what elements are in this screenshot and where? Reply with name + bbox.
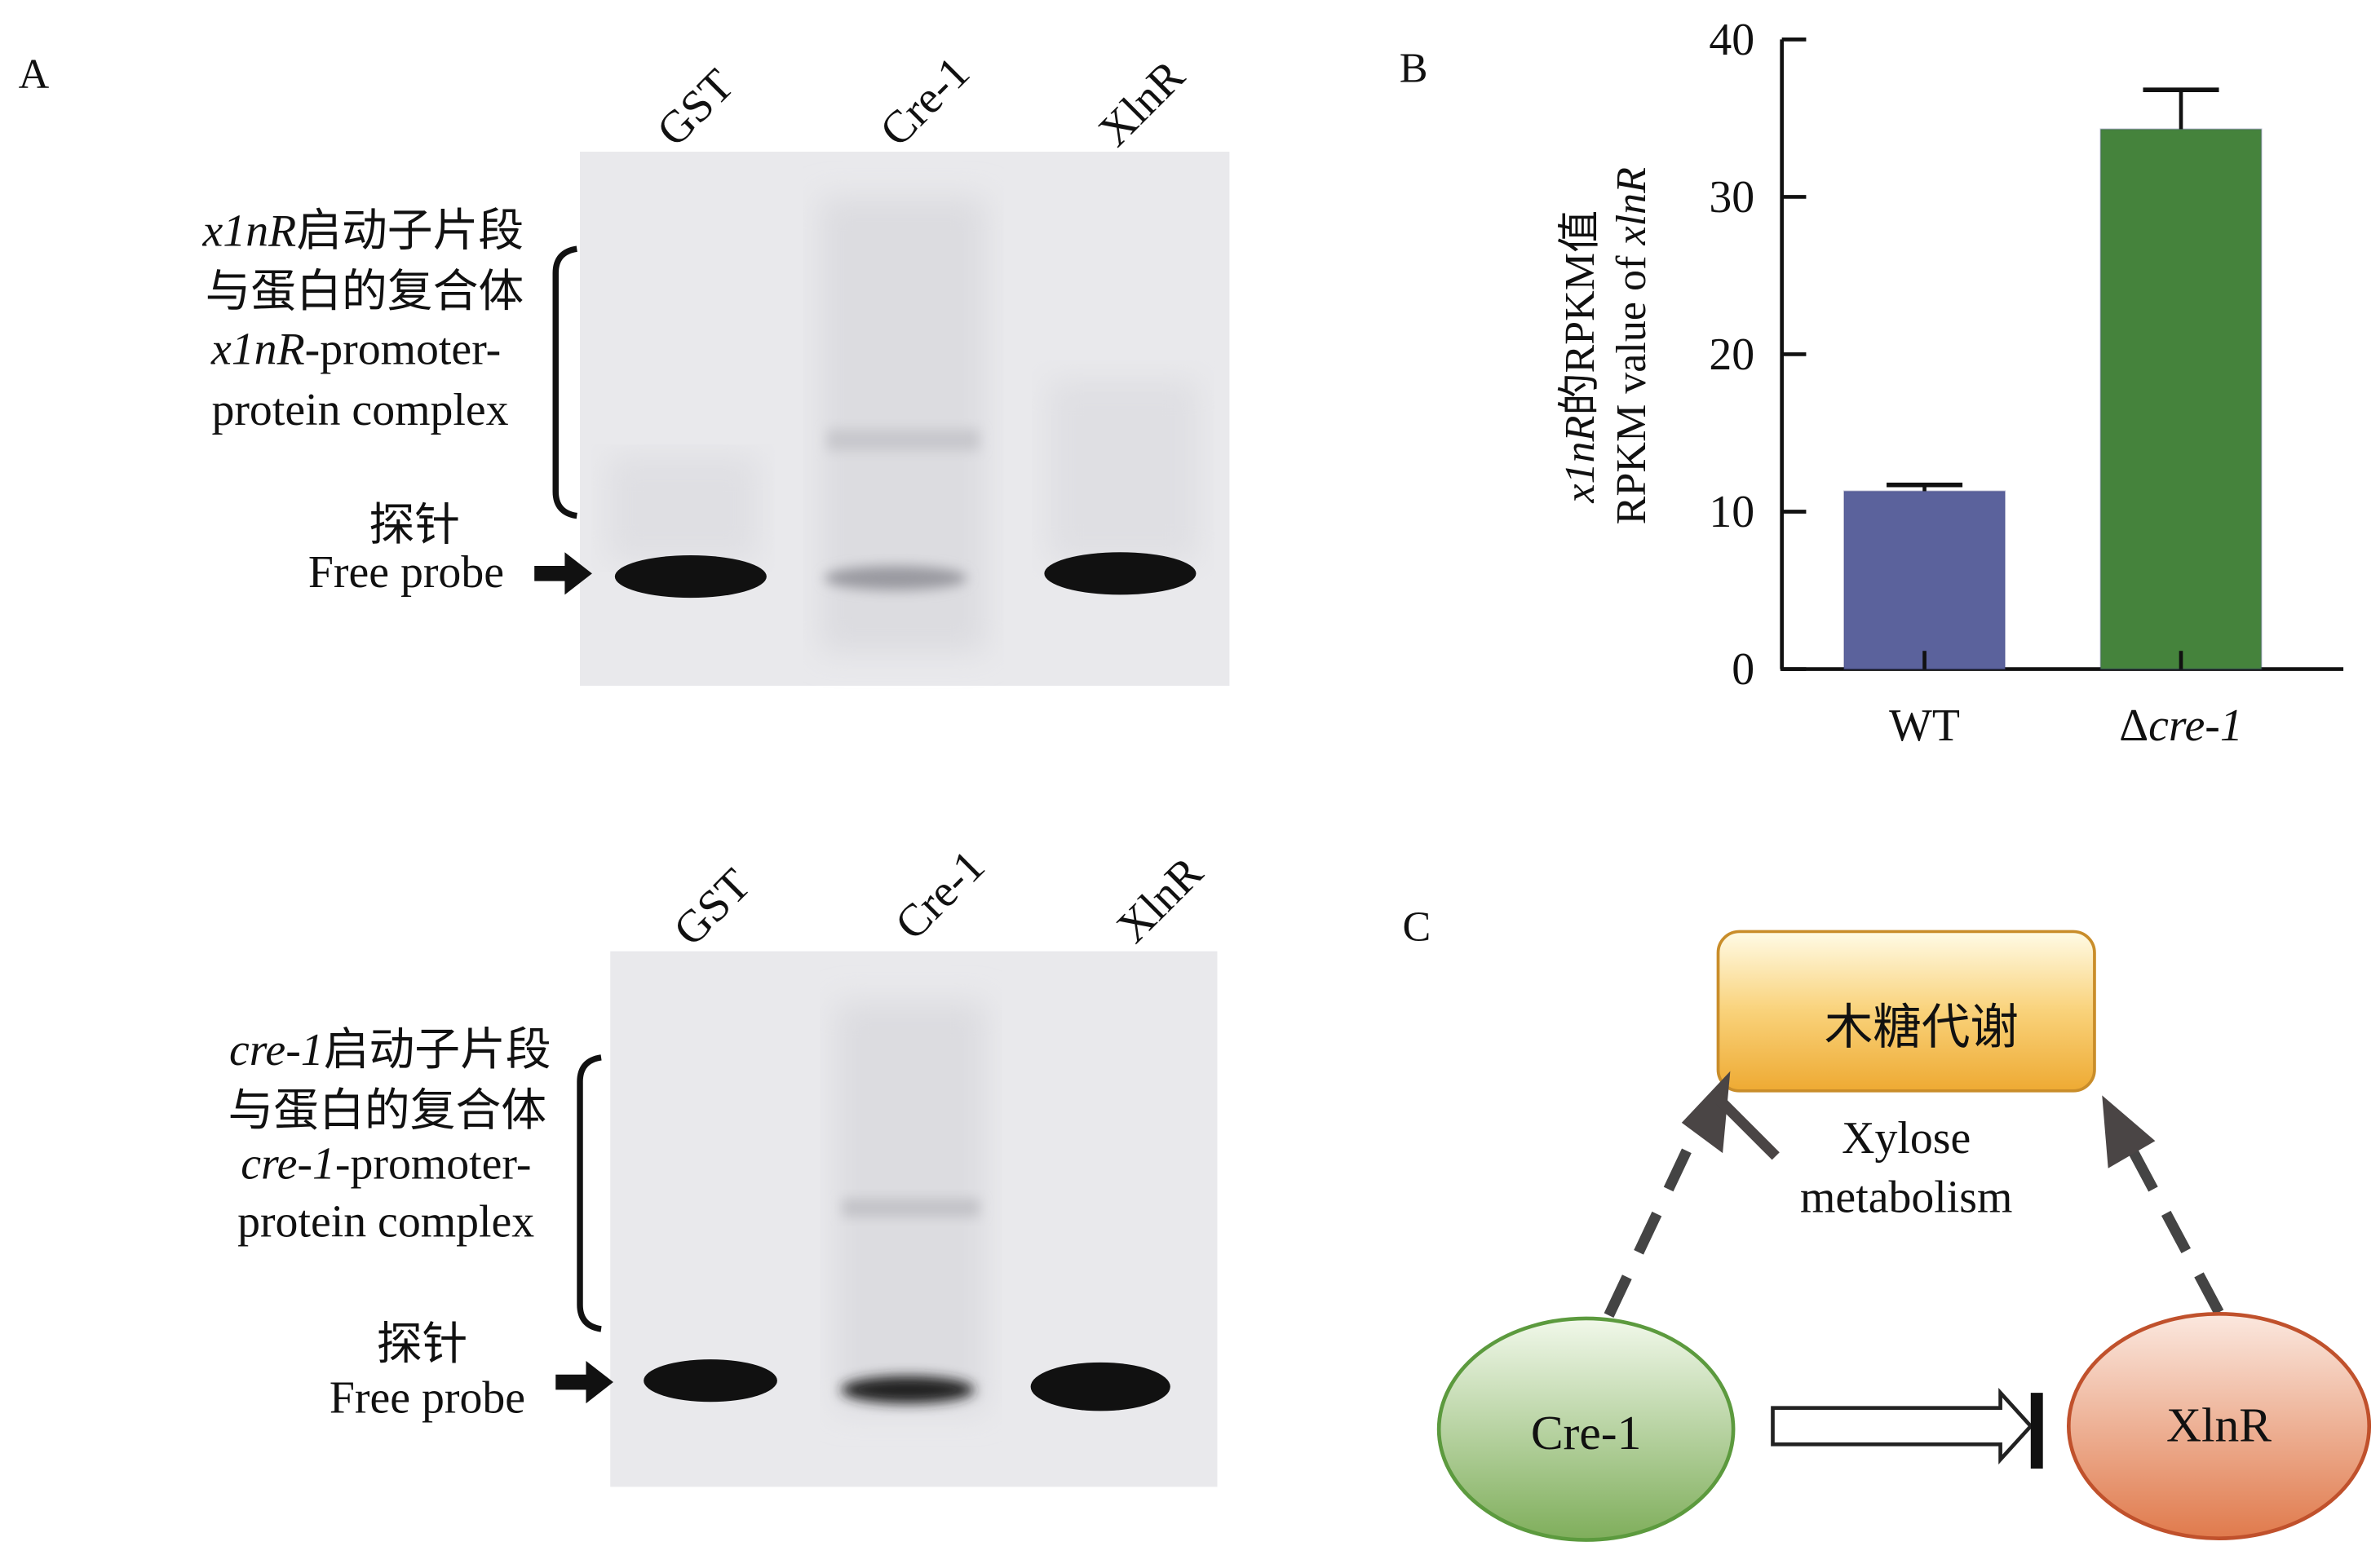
complex-label-en: x1nR-promoter- [210,325,501,375]
arrow-icon [534,552,592,595]
probe-band-xlnr [1044,552,1197,595]
arrowhead-icon [2102,1095,2156,1168]
lane-label: Cre-1 [886,841,995,950]
node-xlnr-label: XlnR [2166,1398,2272,1452]
probe-band-xlnr [1030,1362,1170,1411]
xylose-metabolism-box [1716,930,2096,1093]
y-tick-label: 10 [1709,487,1754,537]
bar-chart: 0 10 20 30 40 WT Δcre-1 x1nR的RPKM值 RPKM valu… [1557,15,2344,751]
probe-label-en: Free probe [330,1372,525,1423]
panel-label-b: B [1400,45,1428,91]
bracket [552,245,578,519]
complex-band [842,1198,980,1217]
probe-label-cn: 探针 [369,500,460,550]
regulation-diagram: 木糖代谢 Xylose metabolism Cre-1 XlnR [1436,930,2372,1542]
complex-label-cn-2: 与蛋白的复合体 [228,1086,547,1137]
probe-band-cre1 [824,566,967,590]
arrow-icon [555,1361,613,1404]
probe-band-gst [614,554,767,599]
x-tick-label: Δcre-1 [2119,700,2243,751]
arrowhead-icon [1681,1071,1731,1154]
y-tick-label: 0 [1732,644,1754,695]
dashed-activation-line [2117,1128,2224,1315]
box-label-cn: 木糖代谢 [1825,1000,2019,1054]
y-tick-label: 30 [1709,172,1754,223]
panel-label-a: A [19,51,50,98]
probe-label-en: Free probe [308,547,504,598]
complex-label-cn: x1nR启动子片段 [202,205,524,256]
complex-label-en-2: protein complex [211,385,508,435]
y-tick-label: 40 [1709,15,1754,65]
node-cre1 [1436,1316,1736,1542]
lane-label: Cre-1 [870,47,980,157]
complex-label-en-2: protein complex [237,1196,534,1247]
probe-band-gst [644,1359,777,1402]
gel-bottom: GST Cre-1 XlnR cre-1启动子片段 与蛋白的复合体 cre-1-… [228,841,1218,1487]
lane-label: XlnR [1089,51,1195,157]
box-label-en-2: metabolism [1800,1173,2012,1223]
node-cre1-label: Cre-1 [1531,1406,1642,1460]
probe-band-cre1 [841,1376,975,1404]
complex-label-cn: cre-1启动子片段 [229,1025,551,1076]
box-label-en-1: Xylose [1842,1113,1971,1164]
inhibition-bar-icon [1708,1089,1780,1160]
dashed-activation-line [1604,1120,1705,1318]
probe-label-cn: 探针 [377,1319,468,1370]
lane-label: GST [664,859,760,956]
x-tick-label: WT [1889,700,1960,751]
complex-band [827,429,980,451]
lane-label: XlnR [1107,846,1213,952]
y-tick-label: 20 [1709,329,1754,380]
y-axis-label-1: x1nR的RPKM值 [1557,210,1604,504]
panel-label-c: C [1402,904,1431,951]
complex-label-cn-2: 与蛋白的复合体 [206,267,524,317]
lane-label: GST [648,60,744,156]
bar [1843,490,2006,670]
hollow-arrow-icon [1771,1388,2033,1464]
complex-label-en: cre-1-promoter- [241,1139,531,1190]
y-axis-label-2: RPKM value of xlnR [1608,167,1655,524]
gel-top: GST Cre-1 XlnR x1nR启动子片段 与蛋白的复合体 x1nR-pr… [202,47,1230,687]
bracket [577,1054,602,1332]
bar [2099,128,2263,670]
node-xlnr [2066,1311,2372,1541]
